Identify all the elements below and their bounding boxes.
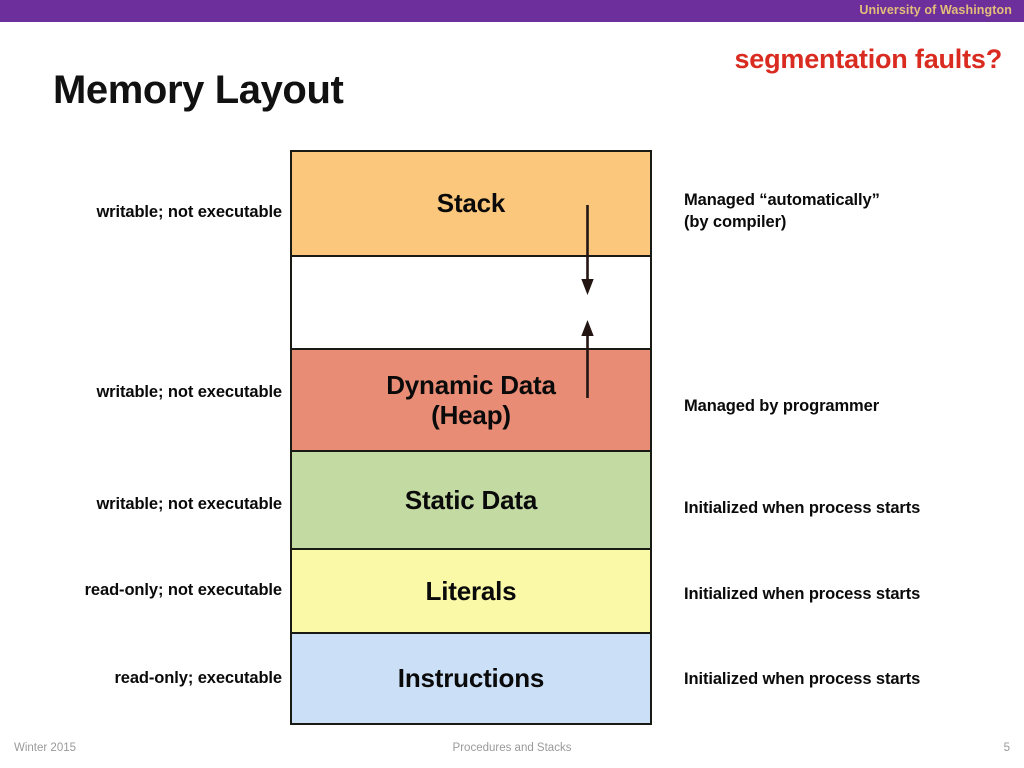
management-note-heap: Managed by programmer bbox=[684, 397, 880, 415]
memory-block-heap-label: Dynamic Data (Heap) bbox=[386, 370, 556, 430]
memory-block-instructions-label: Instructions bbox=[397, 663, 545, 694]
permission-label-stack: writable; not executable bbox=[96, 203, 282, 221]
footer-term: Winter 2015 bbox=[14, 742, 77, 754]
footer-topic: Procedures and Stacks bbox=[452, 742, 572, 754]
management-note-literals: Initialized when process starts bbox=[684, 585, 921, 603]
segmentation-faults-callout: segmentation faults? bbox=[734, 44, 1002, 74]
footer-page-number: 5 bbox=[1003, 742, 1010, 754]
memory-block-instructions: Instructions bbox=[290, 632, 652, 725]
memory-block-heap-label-line2: (Heap) bbox=[431, 400, 511, 430]
top-banner: University of Washington bbox=[0, 0, 1024, 22]
management-note-stack-line1: Managed “automatically” bbox=[684, 191, 880, 209]
permission-label-literals: read-only; not executable bbox=[84, 581, 282, 599]
memory-layout-diagram: Stack Dynamic Data (Heap) Static Data Li… bbox=[290, 150, 652, 725]
memory-block-stack: Stack bbox=[290, 150, 652, 255]
memory-block-heap: Dynamic Data (Heap) bbox=[290, 348, 652, 450]
memory-block-literals: Literals bbox=[290, 548, 652, 632]
permission-label-static-data: writable; not executable bbox=[96, 495, 282, 513]
memory-block-heap-label-line1: Dynamic Data bbox=[386, 369, 556, 400]
memory-block-static-data: Static Data bbox=[290, 450, 652, 548]
management-note-stack-line2: (by compiler) bbox=[684, 212, 787, 231]
memory-block-static-data-label: Static Data bbox=[404, 484, 538, 515]
slide-footer: Winter 2015 Procedures and Stacks 5 bbox=[0, 742, 1024, 760]
management-note-static-data: Initialized when process starts bbox=[684, 499, 921, 517]
permission-label-instructions: read-only; executable bbox=[114, 669, 282, 687]
institution-name: University of Washington bbox=[859, 3, 1012, 17]
memory-block-stack-label: Stack bbox=[436, 188, 506, 219]
memory-block-literals-label: Literals bbox=[425, 575, 517, 606]
permission-label-heap: writable; not executable bbox=[96, 383, 282, 401]
management-note-stack: Managed “automatically” (by compiler) bbox=[684, 190, 880, 234]
page-title: Memory Layout bbox=[53, 68, 344, 112]
memory-block-unallocated-gap bbox=[290, 255, 652, 348]
management-note-instructions: Initialized when process starts bbox=[684, 670, 921, 688]
